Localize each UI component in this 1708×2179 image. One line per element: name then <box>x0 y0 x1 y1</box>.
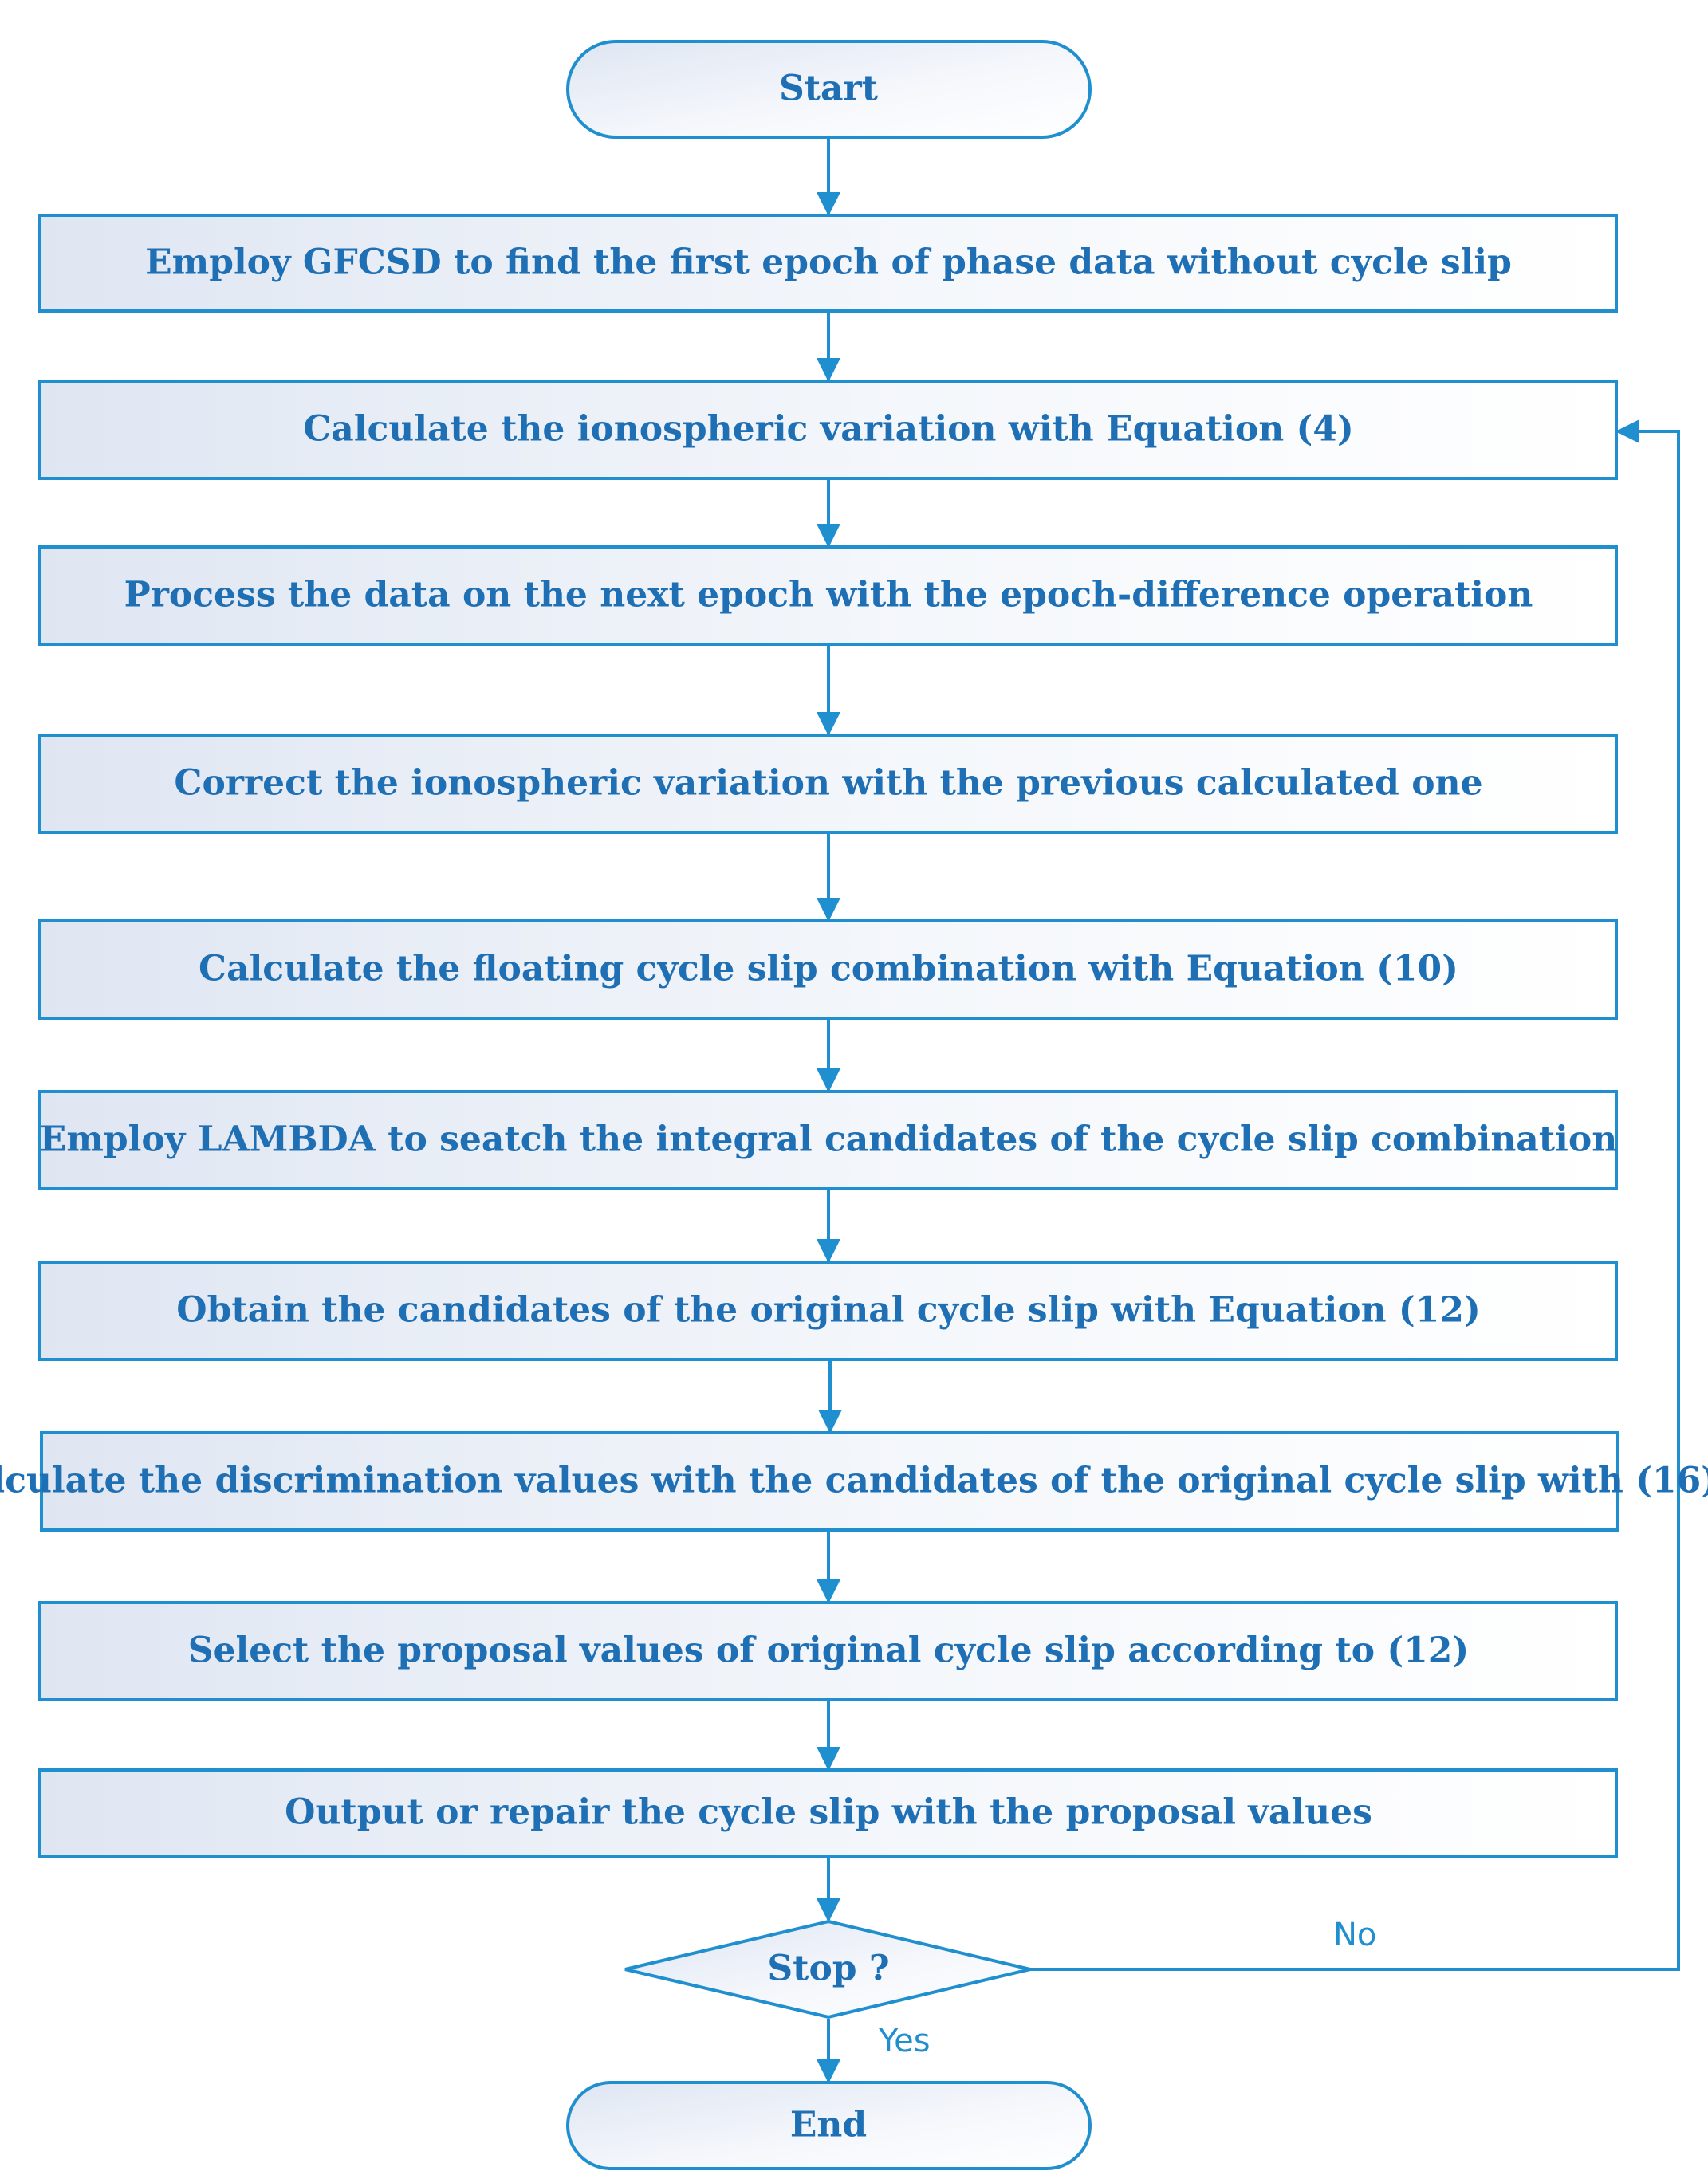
decision-label: Stop ? <box>767 1949 889 1989</box>
process-step-10-label: Output or repair the cycle slip with the… <box>285 1792 1372 1833</box>
decision-node: Stop ? <box>624 1919 1031 2020</box>
process-step-2: Calculate the ionospheric variation with… <box>38 380 1618 480</box>
no-edge-label: No <box>1333 1917 1376 1953</box>
end-node: End <box>566 2081 1092 2170</box>
process-step-6: Employ LAMBDA to seatch the integral can… <box>38 1090 1618 1190</box>
process-step-7: Obtain the candidates of the original cy… <box>38 1261 1618 1361</box>
process-step-10: Output or repair the cycle slip with the… <box>38 1768 1618 1858</box>
start-label: Start <box>779 69 879 109</box>
process-step-1: Employ GFCSD to find the first epoch of … <box>38 214 1618 313</box>
process-step-3: Process the data on the next epoch with … <box>38 545 1618 646</box>
connectors <box>817 137 1680 2083</box>
process-step-6-label: Employ LAMBDA to seatch the integral can… <box>40 1119 1617 1160</box>
end-label: End <box>790 2105 867 2146</box>
process-step-8-label: Calculate the discrimination values with… <box>0 1461 1708 1501</box>
yes-edge-label: Yes <box>878 2023 931 2059</box>
process-step-4-label: Correct the ionospheric variation with t… <box>174 763 1482 804</box>
process-step-2-label: Calculate the ionospheric variation with… <box>303 409 1354 450</box>
process-step-3-label: Process the data on the next epoch with … <box>124 575 1533 616</box>
process-step-4: Correct the ionospheric variation with t… <box>38 734 1618 834</box>
process-step-8: Calculate the discrimination values with… <box>0 1431 1708 1532</box>
arrow-decision-no-loop <box>1030 419 1680 1971</box>
process-step-5: Calculate the floating cycle slip combin… <box>38 919 1618 1020</box>
process-step-9: Select the proposal values of original c… <box>38 1601 1618 1701</box>
process-step-5-label: Calculate the floating cycle slip combin… <box>199 949 1458 989</box>
start-node: Start <box>566 40 1092 139</box>
process-step-7-label: Obtain the candidates of the original cy… <box>176 1290 1481 1331</box>
process-step-1-label: Employ GFCSD to find the first epoch of … <box>145 242 1512 283</box>
process-step-9-label: Select the proposal values of original c… <box>188 1630 1469 1671</box>
